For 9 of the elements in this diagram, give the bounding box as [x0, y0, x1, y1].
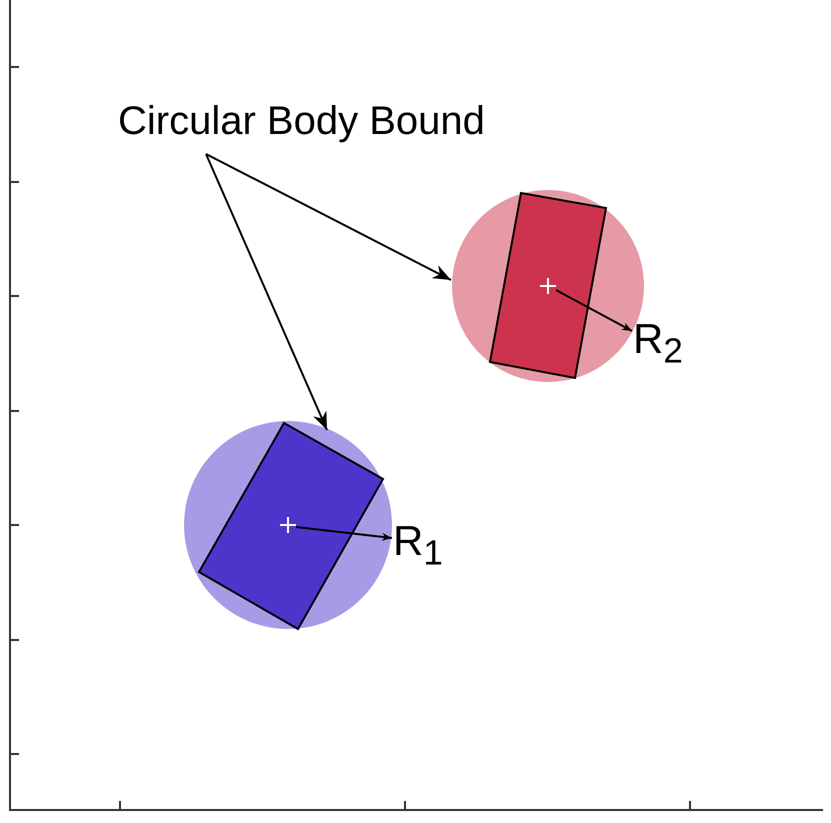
leader-arrow [206, 153, 452, 281]
radius-arrow [296, 526, 392, 541]
radius-arrow [556, 289, 632, 332]
radius-label: R$_{1}$ [393, 520, 443, 570]
leader-arrow [205, 154, 328, 430]
radius-label: R$_{2}$ [633, 318, 683, 368]
center-cross-marker [540, 278, 556, 294]
callout-label: Circular Body Bound [118, 101, 485, 141]
center-cross-marker [280, 517, 296, 533]
